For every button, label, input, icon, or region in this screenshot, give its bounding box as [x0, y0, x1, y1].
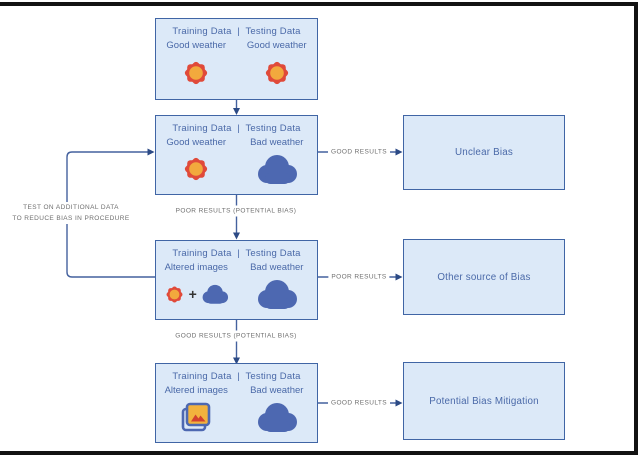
- arrow-label-good-results-potential-bias: GOOD RESULTS (POTENTIAL BIAS): [172, 330, 300, 342]
- sun-icon: [166, 286, 183, 302]
- training-condition-label: Altered images: [164, 262, 228, 273]
- feedback-loop-label-line2: TO REDUCE BIAS IN PROCEDURE: [12, 215, 130, 222]
- result-label: Potential Bias Mitigation: [429, 395, 539, 407]
- box-title: Training Data | Testing Data: [172, 371, 301, 382]
- testing-condition-label: Bad weather: [250, 137, 304, 148]
- arrow-label-poor-results: POOR RESULTS: [328, 271, 390, 283]
- result-label: Unclear Bias: [455, 147, 513, 158]
- result-box-other-source: Other source of Bias: [403, 239, 565, 315]
- flow-box-good-bad: Training Data | Testing Data Good weathe…: [155, 115, 318, 195]
- plus-icon: +: [188, 286, 197, 302]
- feedback-loop-label-line1: TEST ON ADDITIONAL DATA: [23, 204, 119, 211]
- result-box-bias-mitigation: Potential Bias Mitigation: [403, 362, 565, 440]
- testing-condition-label: Bad weather: [250, 385, 304, 396]
- box-title: Training Data | Testing Data: [172, 123, 301, 134]
- cloud-icon: [257, 403, 297, 432]
- cloud-icon: [257, 280, 297, 309]
- training-condition-label: Altered images: [164, 385, 228, 396]
- arrow-label-good-results-2: GOOD RESULTS: [328, 397, 390, 409]
- training-condition-label: Good weather: [166, 40, 227, 51]
- sun-icon: [185, 157, 208, 181]
- flow-box-good-good: Training Data | Testing Data Good weathe…: [155, 18, 318, 100]
- flow-box-altered-images-bad: Training Data | Testing Data Altered ima…: [155, 363, 318, 443]
- feedback-loop-label: TEST ON ADDITIONAL DATA TO REDUCE BIAS I…: [9, 202, 133, 224]
- result-box-unclear-bias: Unclear Bias: [403, 115, 565, 190]
- testing-condition-label: Good weather: [246, 40, 307, 51]
- flow-box-altered-bad: Training Data | Testing Data Altered ima…: [155, 240, 318, 320]
- testing-condition-label: Bad weather: [250, 262, 304, 273]
- result-label: Other source of Bias: [437, 271, 531, 283]
- box-title: Training Data | Testing Data: [172, 248, 301, 259]
- cloud-icon: [257, 155, 297, 184]
- box-title: Training Data | Testing Data: [172, 26, 301, 37]
- arrow-label-poor-results-potential-bias: POOR RESULTS (POTENTIAL BIAS): [172, 205, 300, 217]
- training-condition-label: Good weather: [166, 137, 227, 148]
- sun-icon: [185, 61, 208, 85]
- arrow-label-good-results-1: GOOD RESULTS: [328, 146, 390, 158]
- sun-icon: [265, 61, 288, 85]
- stacked-photos-icon: [181, 402, 211, 432]
- cloud-icon: [202, 284, 228, 304]
